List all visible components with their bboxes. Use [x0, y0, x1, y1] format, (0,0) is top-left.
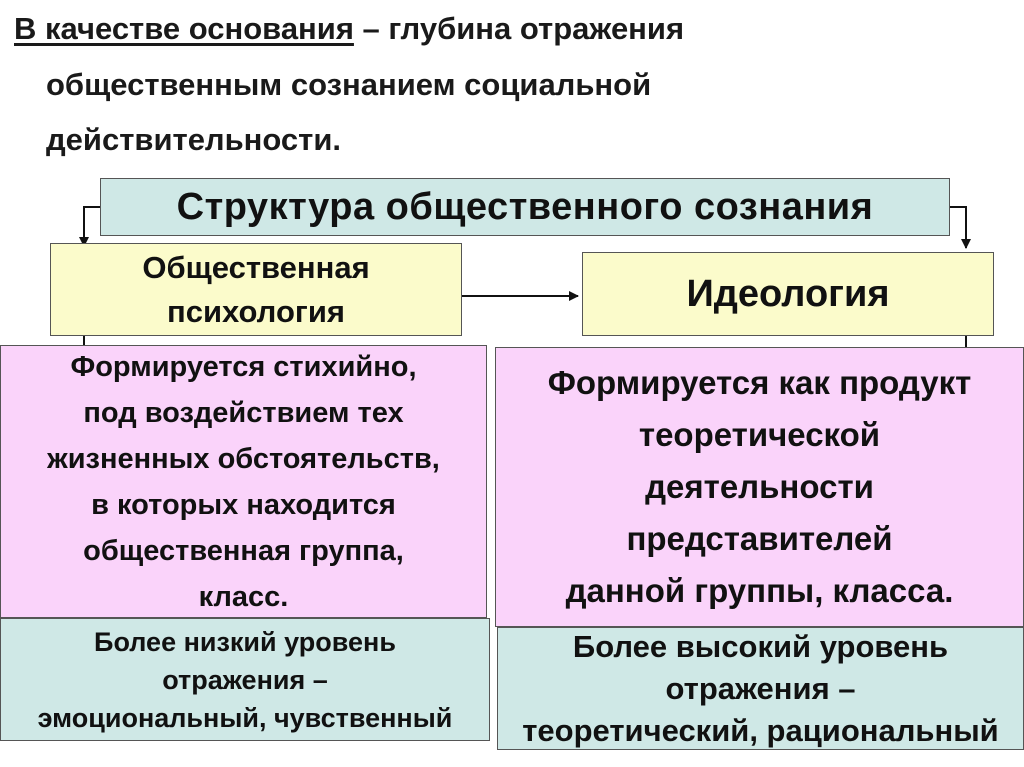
higher-level-box: Более высокий уровень отражения – теорет…: [497, 627, 1024, 750]
social-psychology-box: Общественная психология: [50, 243, 462, 336]
heading-line-3: действительности.: [46, 122, 342, 157]
heading-line-2: общественным сознанием социальной: [46, 67, 652, 102]
structure-title-box: Структура общественного сознания: [100, 178, 950, 236]
lower-level-text: Более низкий уровень отражения – эмоцион…: [37, 626, 453, 733]
heading-basis-label: В качестве основания: [14, 11, 354, 46]
social-psychology-label: Общественная психология: [142, 249, 370, 329]
connector-title-to-ideology: [950, 206, 971, 249]
lower-level-box: Более низкий уровень отражения – эмоцион…: [0, 618, 490, 741]
higher-level-text: Более высокий уровень отражения – теорет…: [522, 628, 999, 748]
psychology-description-box: Формируется стихийно, под воздействием т…: [0, 345, 487, 618]
ideology-label: Идеология: [686, 272, 890, 315]
structure-title: Структура общественного сознания: [176, 185, 874, 228]
heading-line-1-rest: глубина отражения: [388, 11, 685, 46]
heading-dash: –: [353, 11, 389, 46]
ideology-description: Формируется как продукт теоретической де…: [547, 364, 972, 609]
heading-line-1: В качестве основания – глубина отражения: [14, 10, 684, 48]
ideology-description-box: Формируется как продукт теоретической де…: [495, 347, 1024, 627]
connector-title-to-psychology: [79, 206, 100, 247]
ideology-box: Идеология: [582, 252, 994, 336]
psychology-description: Формируется стихийно, под воздействием т…: [47, 350, 440, 613]
